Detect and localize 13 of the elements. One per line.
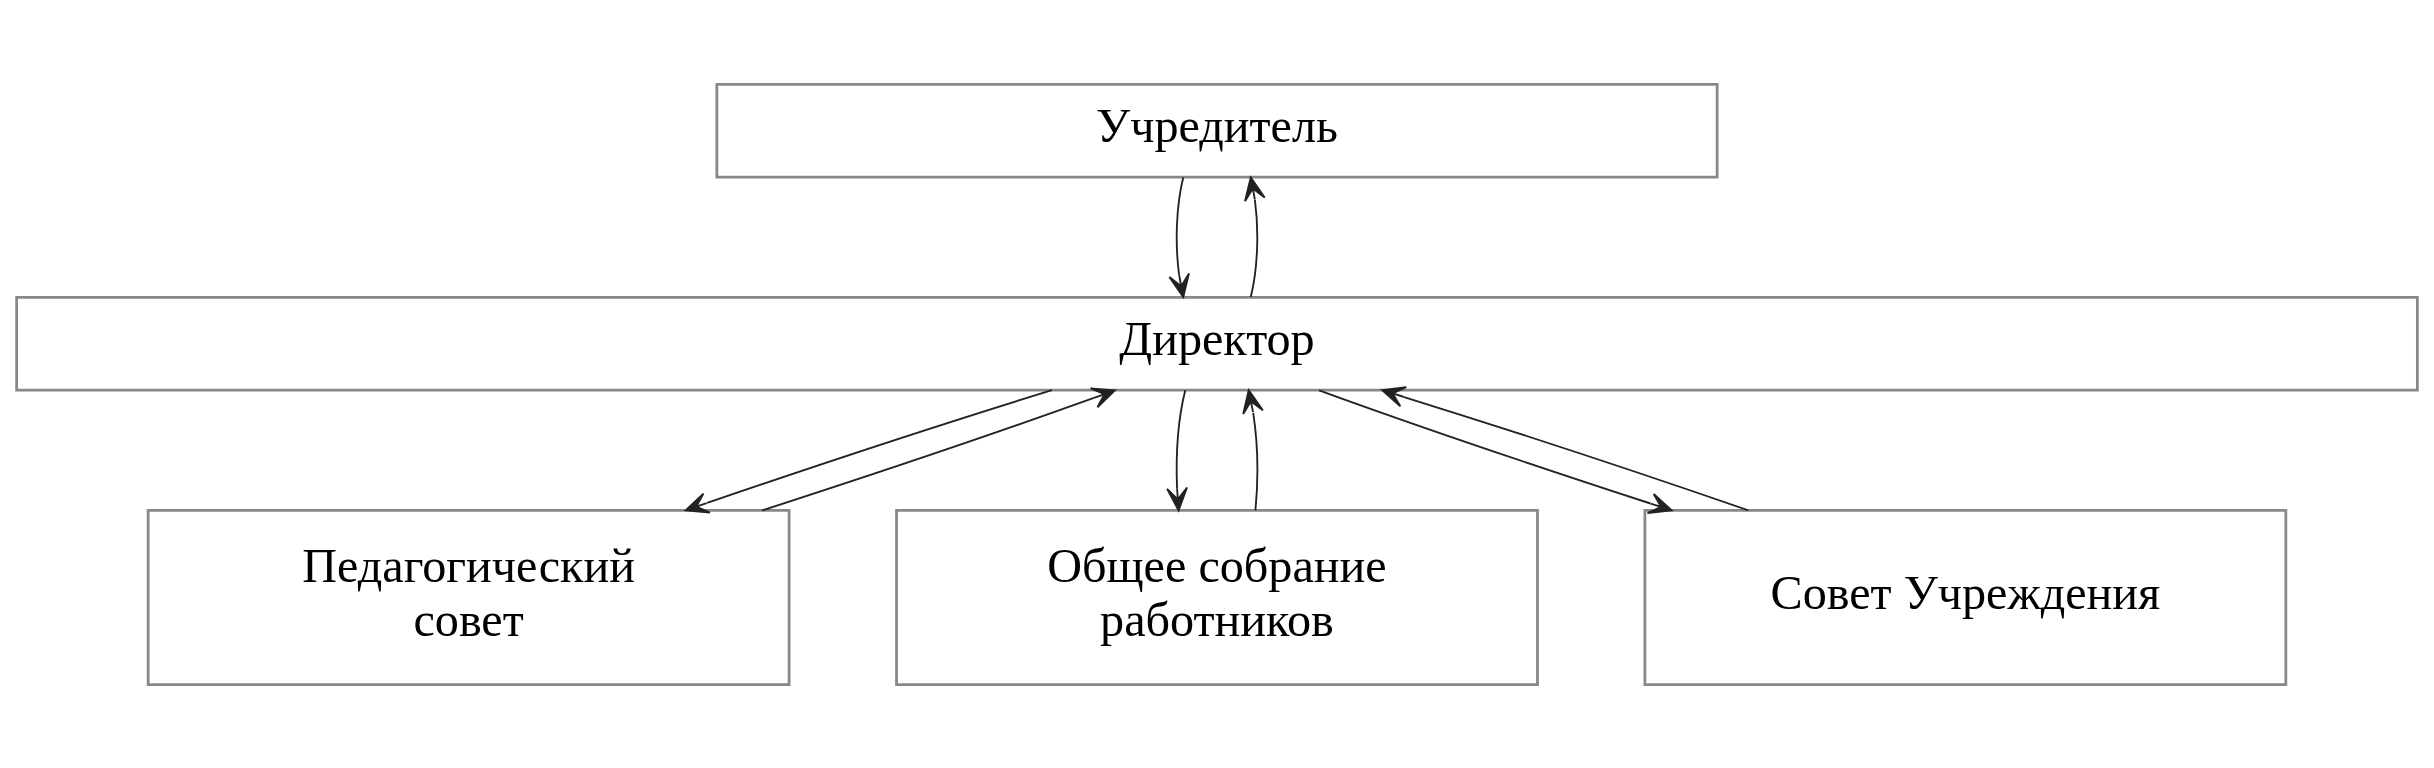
arrow <box>1381 385 1750 511</box>
arrow <box>1168 176 1190 298</box>
arrow <box>1244 176 1266 298</box>
node-box: Общее собрание работников <box>895 508 1539 686</box>
node-box: Директор <box>15 295 2419 391</box>
arrow <box>684 388 1053 513</box>
node-box: Педагогический совет <box>146 508 791 686</box>
arrow <box>1242 388 1264 511</box>
arrow <box>1166 388 1188 511</box>
arrow <box>1318 388 1673 514</box>
node-box: Учредитель <box>715 82 1719 178</box>
arrow <box>761 387 1116 511</box>
node-box: Совет Учреждения <box>1643 508 2288 686</box>
